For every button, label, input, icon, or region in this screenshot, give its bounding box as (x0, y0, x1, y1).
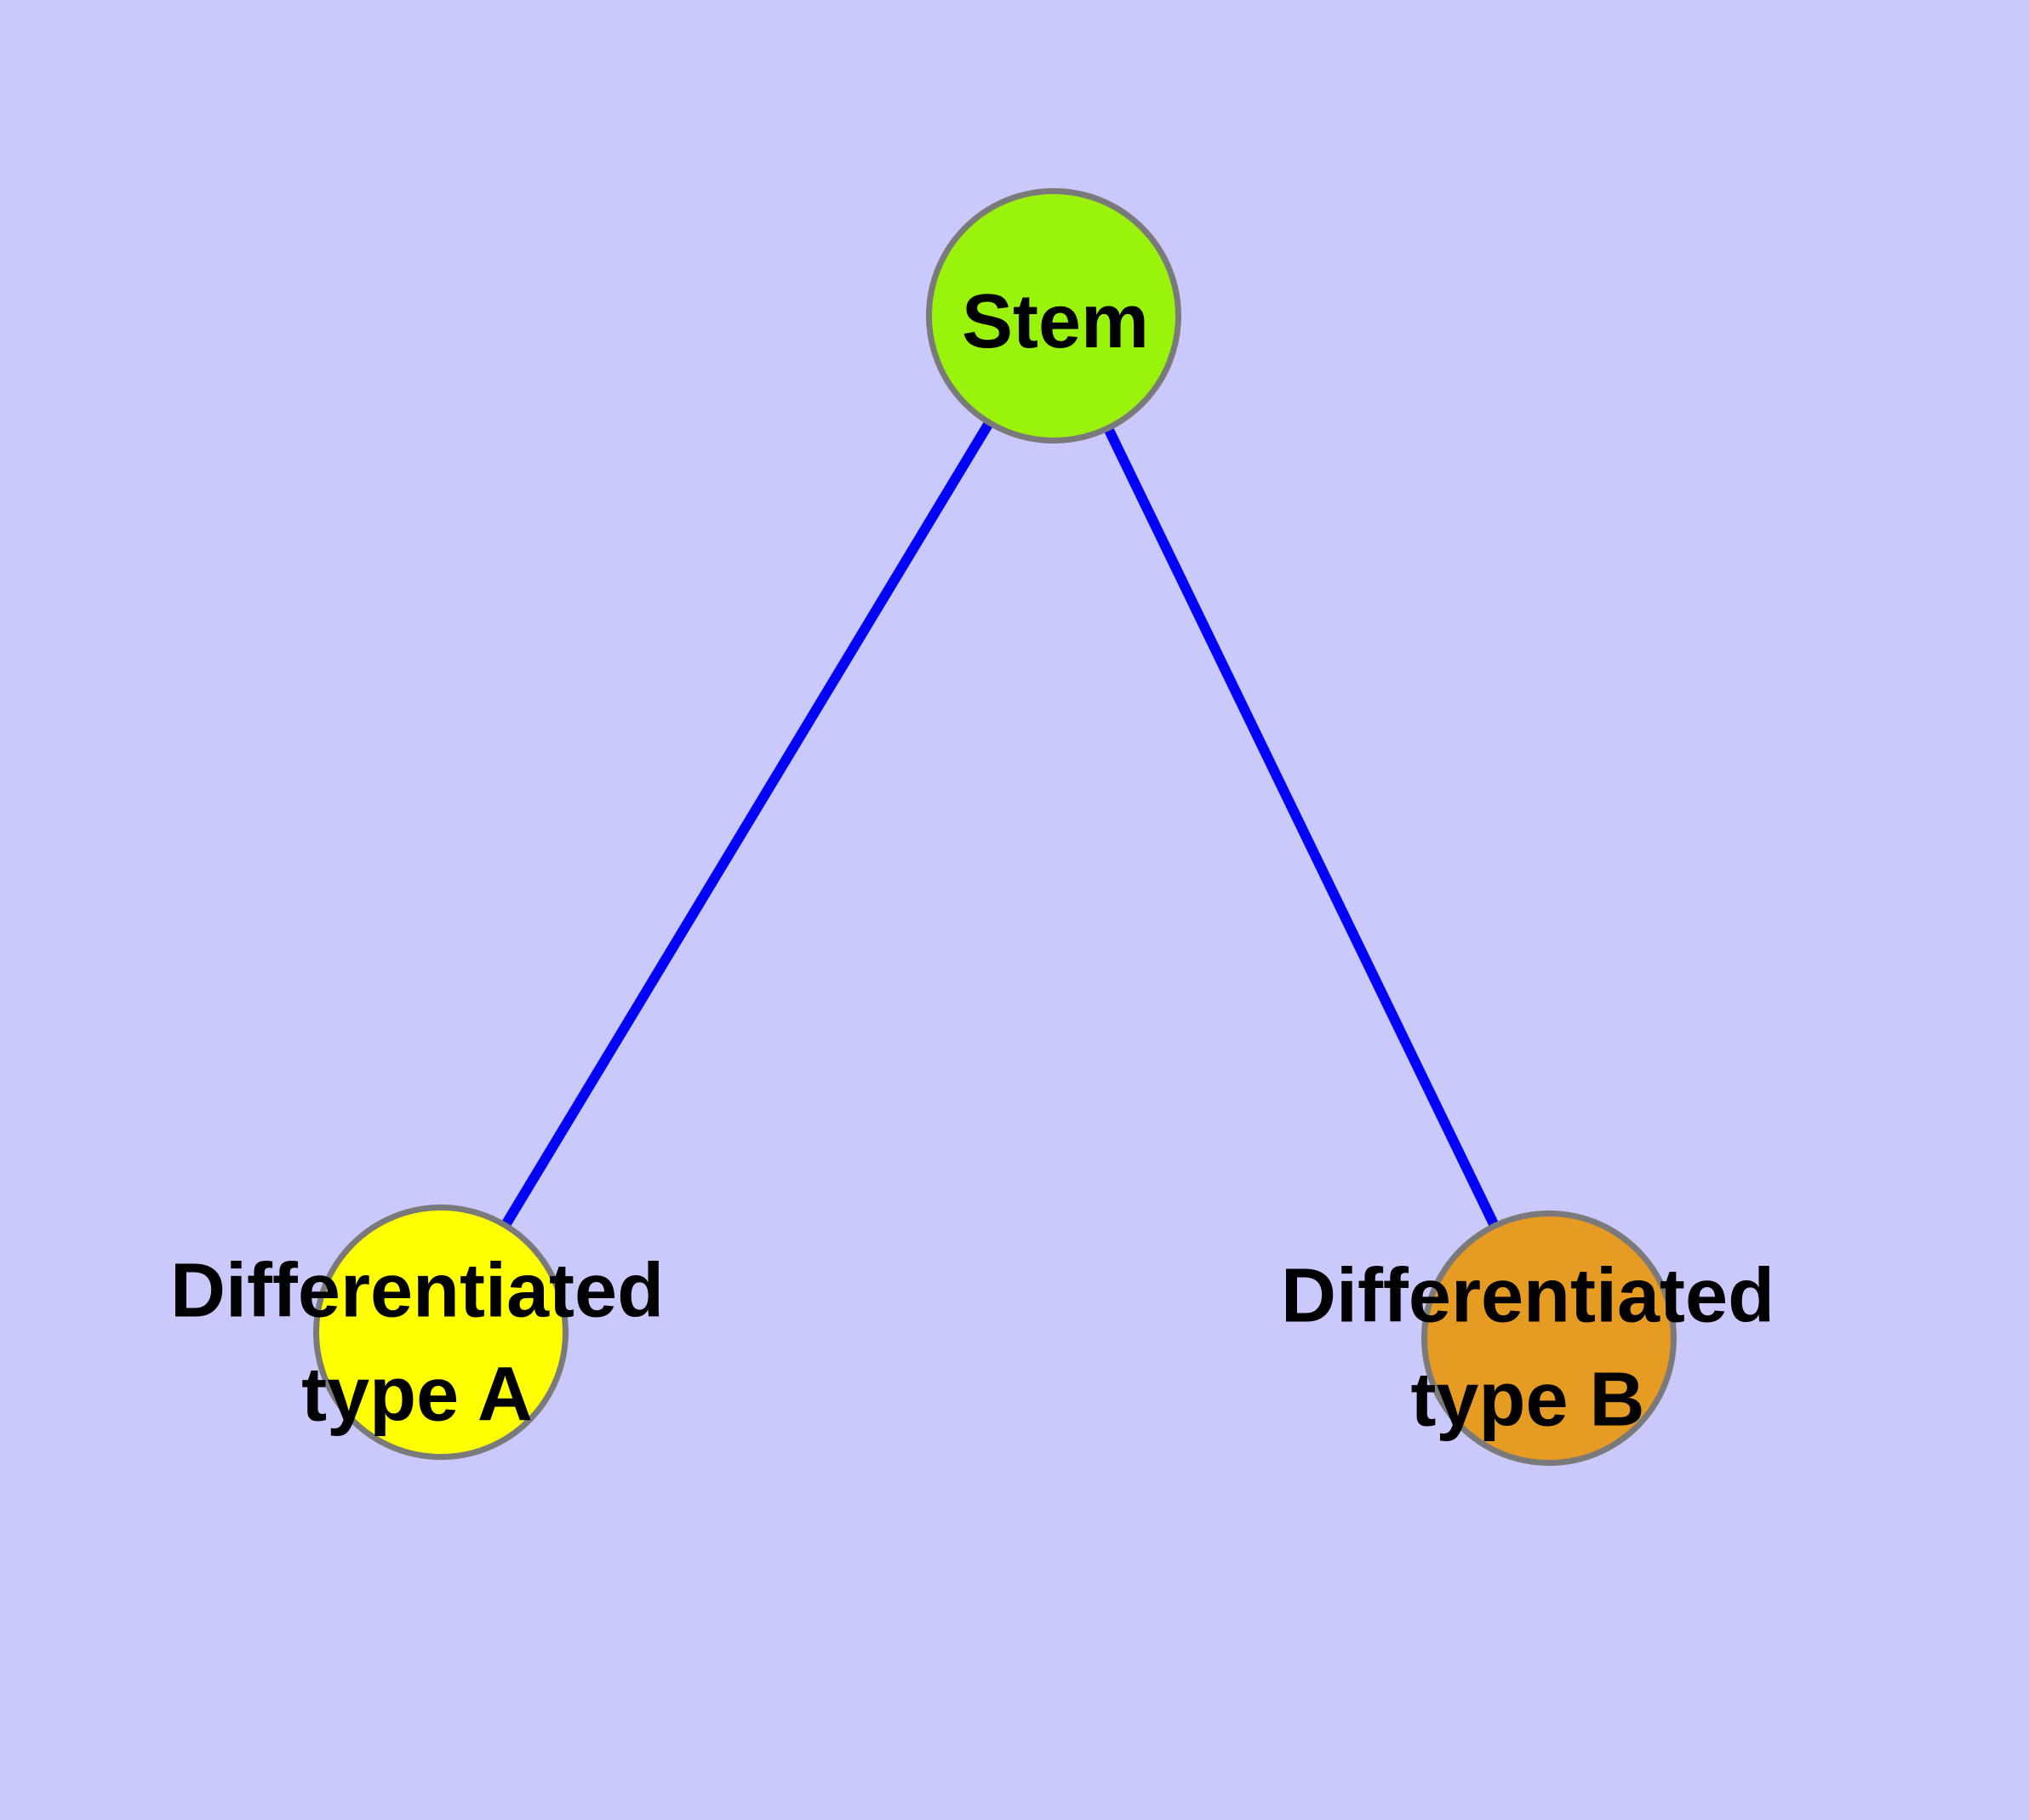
edge-stem-to-type-a (436, 312, 1059, 1336)
node-stem-circle (926, 188, 1181, 444)
node-differentiated-type-b-circle (1421, 1210, 1677, 1466)
node-differentiated-type-a-circle (313, 1205, 569, 1460)
node-stem-label: Stem (961, 278, 1150, 364)
edge-stem-to-type-b (1049, 313, 1554, 1341)
node-differentiated-type-b-label: Differentiated type B (1280, 1253, 1775, 1443)
node-differentiated-type-a-label: Differentiated type A (169, 1248, 665, 1438)
